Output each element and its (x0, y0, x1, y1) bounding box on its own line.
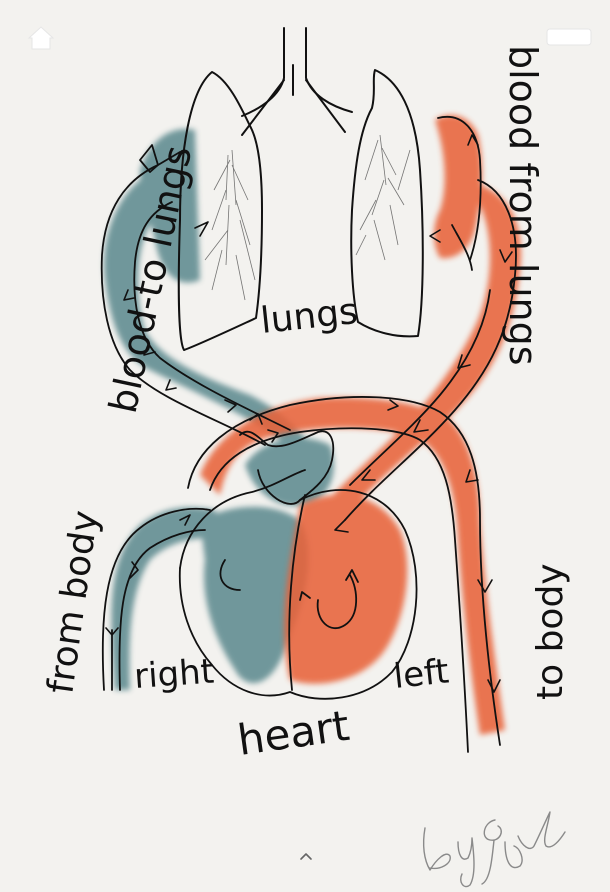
label-left: left (392, 651, 451, 697)
home-icon[interactable] (26, 22, 56, 52)
label-to-body: to body (530, 563, 571, 700)
label-lungs: lungs (259, 291, 360, 342)
label-heart: heart (235, 701, 353, 765)
label-blood-from-lungs: blood from lungs (501, 45, 545, 366)
chevron-up-icon[interactable] (296, 848, 316, 864)
label-from-body: from body (40, 508, 106, 696)
menu-icon[interactable] (545, 26, 593, 48)
label-right: right (133, 652, 215, 697)
artist-signature (424, 812, 565, 887)
lung-bronchi-texture (205, 135, 410, 300)
